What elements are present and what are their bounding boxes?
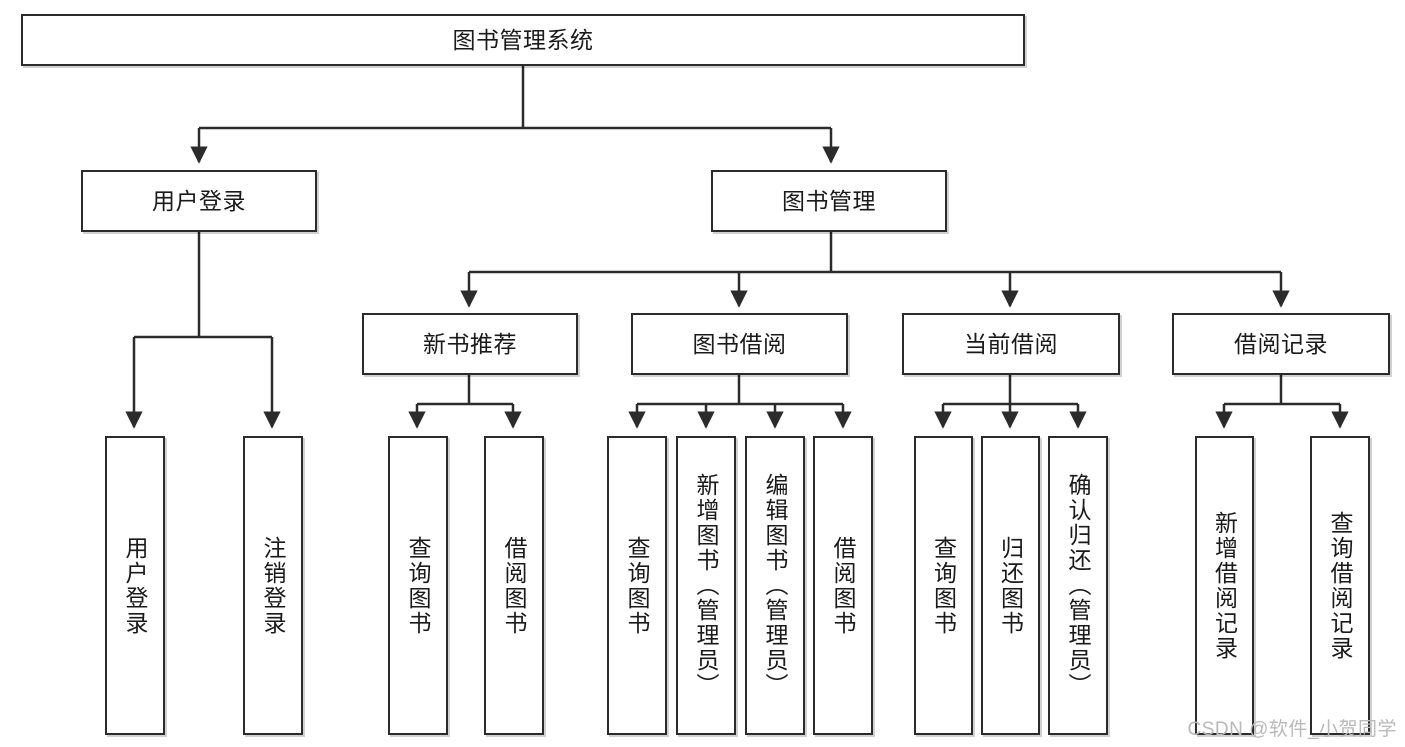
node-leaf-return-book[interactable]: 归还图书: [981, 436, 1040, 735]
node-leaf-confirm-return-label: 确认归还（管理员）: [1065, 473, 1092, 698]
node-leaf-borrow-book-1[interactable]: 借阅图书: [484, 436, 544, 735]
node-leaf-edit-book-label: 编辑图书（管理员）: [762, 473, 789, 698]
node-leaf-user-logout[interactable]: 注销登录: [243, 436, 303, 735]
node-leaf-query-record-label: 查询借阅记录: [1327, 510, 1354, 661]
node-leaf-user-login[interactable]: 用户登录: [105, 436, 165, 735]
node-leaf-user-logout-label: 注销登录: [260, 535, 287, 636]
node-book-borrow[interactable]: 图书借阅: [631, 313, 848, 375]
node-user-login-label: 用户登录: [152, 187, 246, 214]
node-leaf-add-book[interactable]: 新增图书（管理员）: [676, 436, 736, 735]
node-leaf-return-book-label: 归还图书: [997, 535, 1024, 636]
node-book-manage[interactable]: 图书管理: [711, 170, 947, 232]
node-current-borrow[interactable]: 当前借阅: [902, 313, 1120, 375]
node-leaf-query-book-3-label: 查询图书: [930, 535, 957, 636]
node-leaf-edit-book[interactable]: 编辑图书（管理员）: [745, 436, 805, 735]
node-borrow-record-label: 借阅记录: [1234, 330, 1328, 357]
node-leaf-query-book-3[interactable]: 查询图书: [914, 436, 973, 735]
node-leaf-query-book-2[interactable]: 查询图书: [607, 436, 667, 735]
node-new-book-rec[interactable]: 新书推荐: [362, 313, 578, 375]
node-user-login[interactable]: 用户登录: [81, 170, 317, 232]
node-leaf-add-book-label: 新增图书（管理员）: [693, 473, 720, 698]
node-leaf-query-book-1-label: 查询图书: [405, 535, 432, 636]
node-book-borrow-label: 图书借阅: [692, 330, 787, 357]
node-root[interactable]: 图书管理系统: [21, 14, 1025, 66]
node-book-manage-label: 图书管理: [782, 187, 876, 214]
node-leaf-query-book-2-label: 查询图书: [624, 535, 651, 636]
node-leaf-add-record[interactable]: 新增借阅记录: [1195, 436, 1254, 735]
node-leaf-borrow-book-1-label: 借阅图书: [501, 535, 528, 636]
node-root-label: 图书管理系统: [452, 26, 594, 53]
node-new-book-rec-label: 新书推荐: [423, 330, 517, 357]
node-leaf-add-record-label: 新增借阅记录: [1211, 510, 1238, 661]
node-leaf-borrow-book-2-label: 借阅图书: [830, 535, 857, 636]
node-leaf-query-book-1[interactable]: 查询图书: [388, 436, 448, 735]
node-leaf-user-login-label: 用户登录: [122, 535, 149, 636]
node-leaf-query-record[interactable]: 查询借阅记录: [1310, 436, 1370, 735]
node-leaf-confirm-return[interactable]: 确认归还（管理员）: [1048, 436, 1108, 735]
node-borrow-record[interactable]: 借阅记录: [1172, 313, 1390, 375]
node-current-borrow-label: 当前借阅: [964, 330, 1058, 357]
node-leaf-borrow-book-2[interactable]: 借阅图书: [813, 436, 873, 735]
